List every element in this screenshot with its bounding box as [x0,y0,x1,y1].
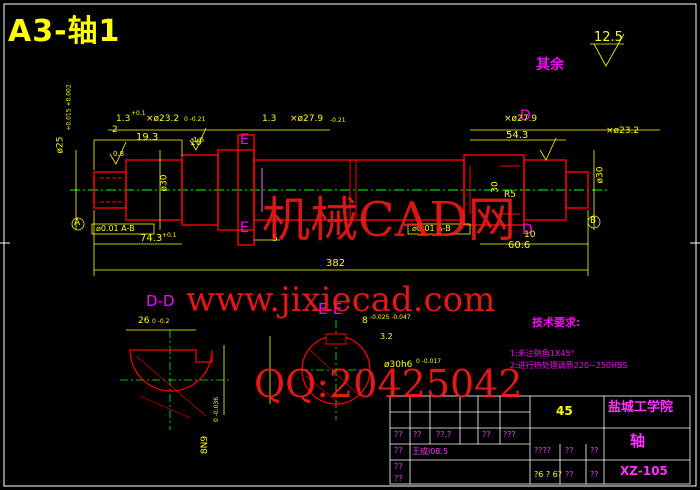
section-label-dd: D-D [146,292,175,310]
dim-chamfer-left-sub: 0 -0.21 [184,116,206,123]
dim-left-diameter-tol: +0.015 +0.002 [65,84,73,131]
section-dd [120,329,230,430]
title-block-cell-n: ?? [565,470,574,479]
title-block-cell-h: ?? [394,474,403,483]
title-block-cell-m: ?6 ? 6? [534,470,563,479]
surface-finish-value: 12.5 [594,30,623,45]
title-block-cell-j: ???? [534,446,551,455]
dim-key-depth-tol: 0 -0.2 [152,318,170,325]
title-block-cell-b: ?? [413,430,422,439]
drawing-frame [3,3,697,487]
dim-chamfer-left-sup: +0.1 [131,110,146,117]
dim-chamfer-mid-a: 1.3 [262,114,277,124]
dim-5: 5 [272,234,278,244]
dim-key-width-tol: 0 -0.036 [213,396,221,423]
title-block-grid [389,395,691,485]
surface-finish-note: 其余 [536,57,564,73]
dim-chamfer-right2-b: ×ø23.2 [606,126,640,136]
roughness-small: 3.2 [380,332,393,341]
title-block-part-name: 轴 [630,432,646,450]
dim-19-3: 19.3 [136,132,159,143]
dim-16: 16 [190,138,202,148]
dim-total-length: 382 [326,258,346,269]
gtol-left-text: ⌀0.01 A-B [96,224,135,233]
dim-74-3: 74.3 [140,233,163,244]
watermark-url: www.jixiecad.com [186,280,496,320]
title-block-cell-a: ?? [394,430,403,439]
dim-e-diameter-tol: 0 -0.017 [416,358,442,365]
dim-center-diameter: ø30 [159,174,170,192]
section-label-e-top: E [240,132,249,148]
dim-54-3: 54.3 [506,130,529,141]
dim-chamfer-right1-b: ×ø27.9 [504,114,538,124]
title-block-cell-d: ?? [482,430,491,439]
title-block-cell-i: ?? [394,446,403,455]
roughness-symbols [109,33,625,165]
dim-key-width: 8N9 [200,435,211,455]
section-label-e-bottom: E [240,220,249,236]
dim-10: 10 [524,230,536,240]
dim-right-diameter: ø30 [595,166,606,184]
title-block-drawing-no: XZ-105 [620,464,668,478]
roughness-a: 0.8 [113,150,125,158]
dim-e-diameter: ø30h6 [384,360,413,370]
title-block-cell-l: ?? [590,446,599,455]
dim-e-key-tol: -0.025 -0.047 [370,314,411,321]
section-label-d-bottom: D [522,222,533,238]
dim-2: 2 [112,125,118,135]
section-ee [269,320,371,420]
tech-req-heading: 技术要求: [532,316,581,329]
section-label-ee: E-E [318,300,343,318]
gtol-right-text: ⌀0.01 A-B [412,224,451,233]
title-block-school: 盐城工学院 [608,400,674,415]
title-block-cell-e: ??? [503,430,516,439]
shaft-details [100,160,520,220]
title-block-cell-o: ?? [590,470,599,479]
datum-b-label: B [590,216,597,226]
dim-74-3-tol: +0.1 [162,232,177,239]
title-block-cell-c: ??.? [436,430,452,439]
dim-e-key: 8 [362,316,368,326]
drawing-title: A3-轴1 [8,14,121,49]
dim-key-depth: 26 [138,316,150,326]
tech-req-item-1: 1:未注倒角1X45° [510,349,575,358]
title-block-material: 45 [556,404,573,418]
datum-a-circle [71,217,85,231]
dimension-lines [75,129,660,276]
title-block-cell-g: ?? [394,462,403,471]
gtol-left-frame [91,223,155,235]
dim-r5: R5 [504,190,516,200]
title-block-cell-k: ?? [565,446,574,455]
datum-b-circle [587,215,601,229]
datum-a-label: A [74,218,81,228]
gtol-right-frame [407,223,471,235]
dim-left-diameter: ø25 [55,136,66,154]
tech-req-item-2: 2:进行热处理调质220~250HBS [510,361,628,370]
roughness-b: 1.6 [193,136,205,144]
dim-chamfer-mid-sub: -0.21 [330,117,346,124]
dim-chamfer-left-a: 1.3 [116,114,131,124]
watermark-brand: 机械CAD网 [262,192,516,248]
dim-chamfer-left-b: ×ø23.2 [146,114,180,124]
dim-60-6: 60.6 [508,240,531,251]
shaft-outline [93,134,589,246]
dim-chamfer-mid-b: ×ø27.9 [290,114,324,124]
watermark-qq: QQ:20425042 [254,362,523,406]
section-label-d-top: D [520,108,531,124]
title-block-cell-f: 王成l08.5 [412,447,449,456]
